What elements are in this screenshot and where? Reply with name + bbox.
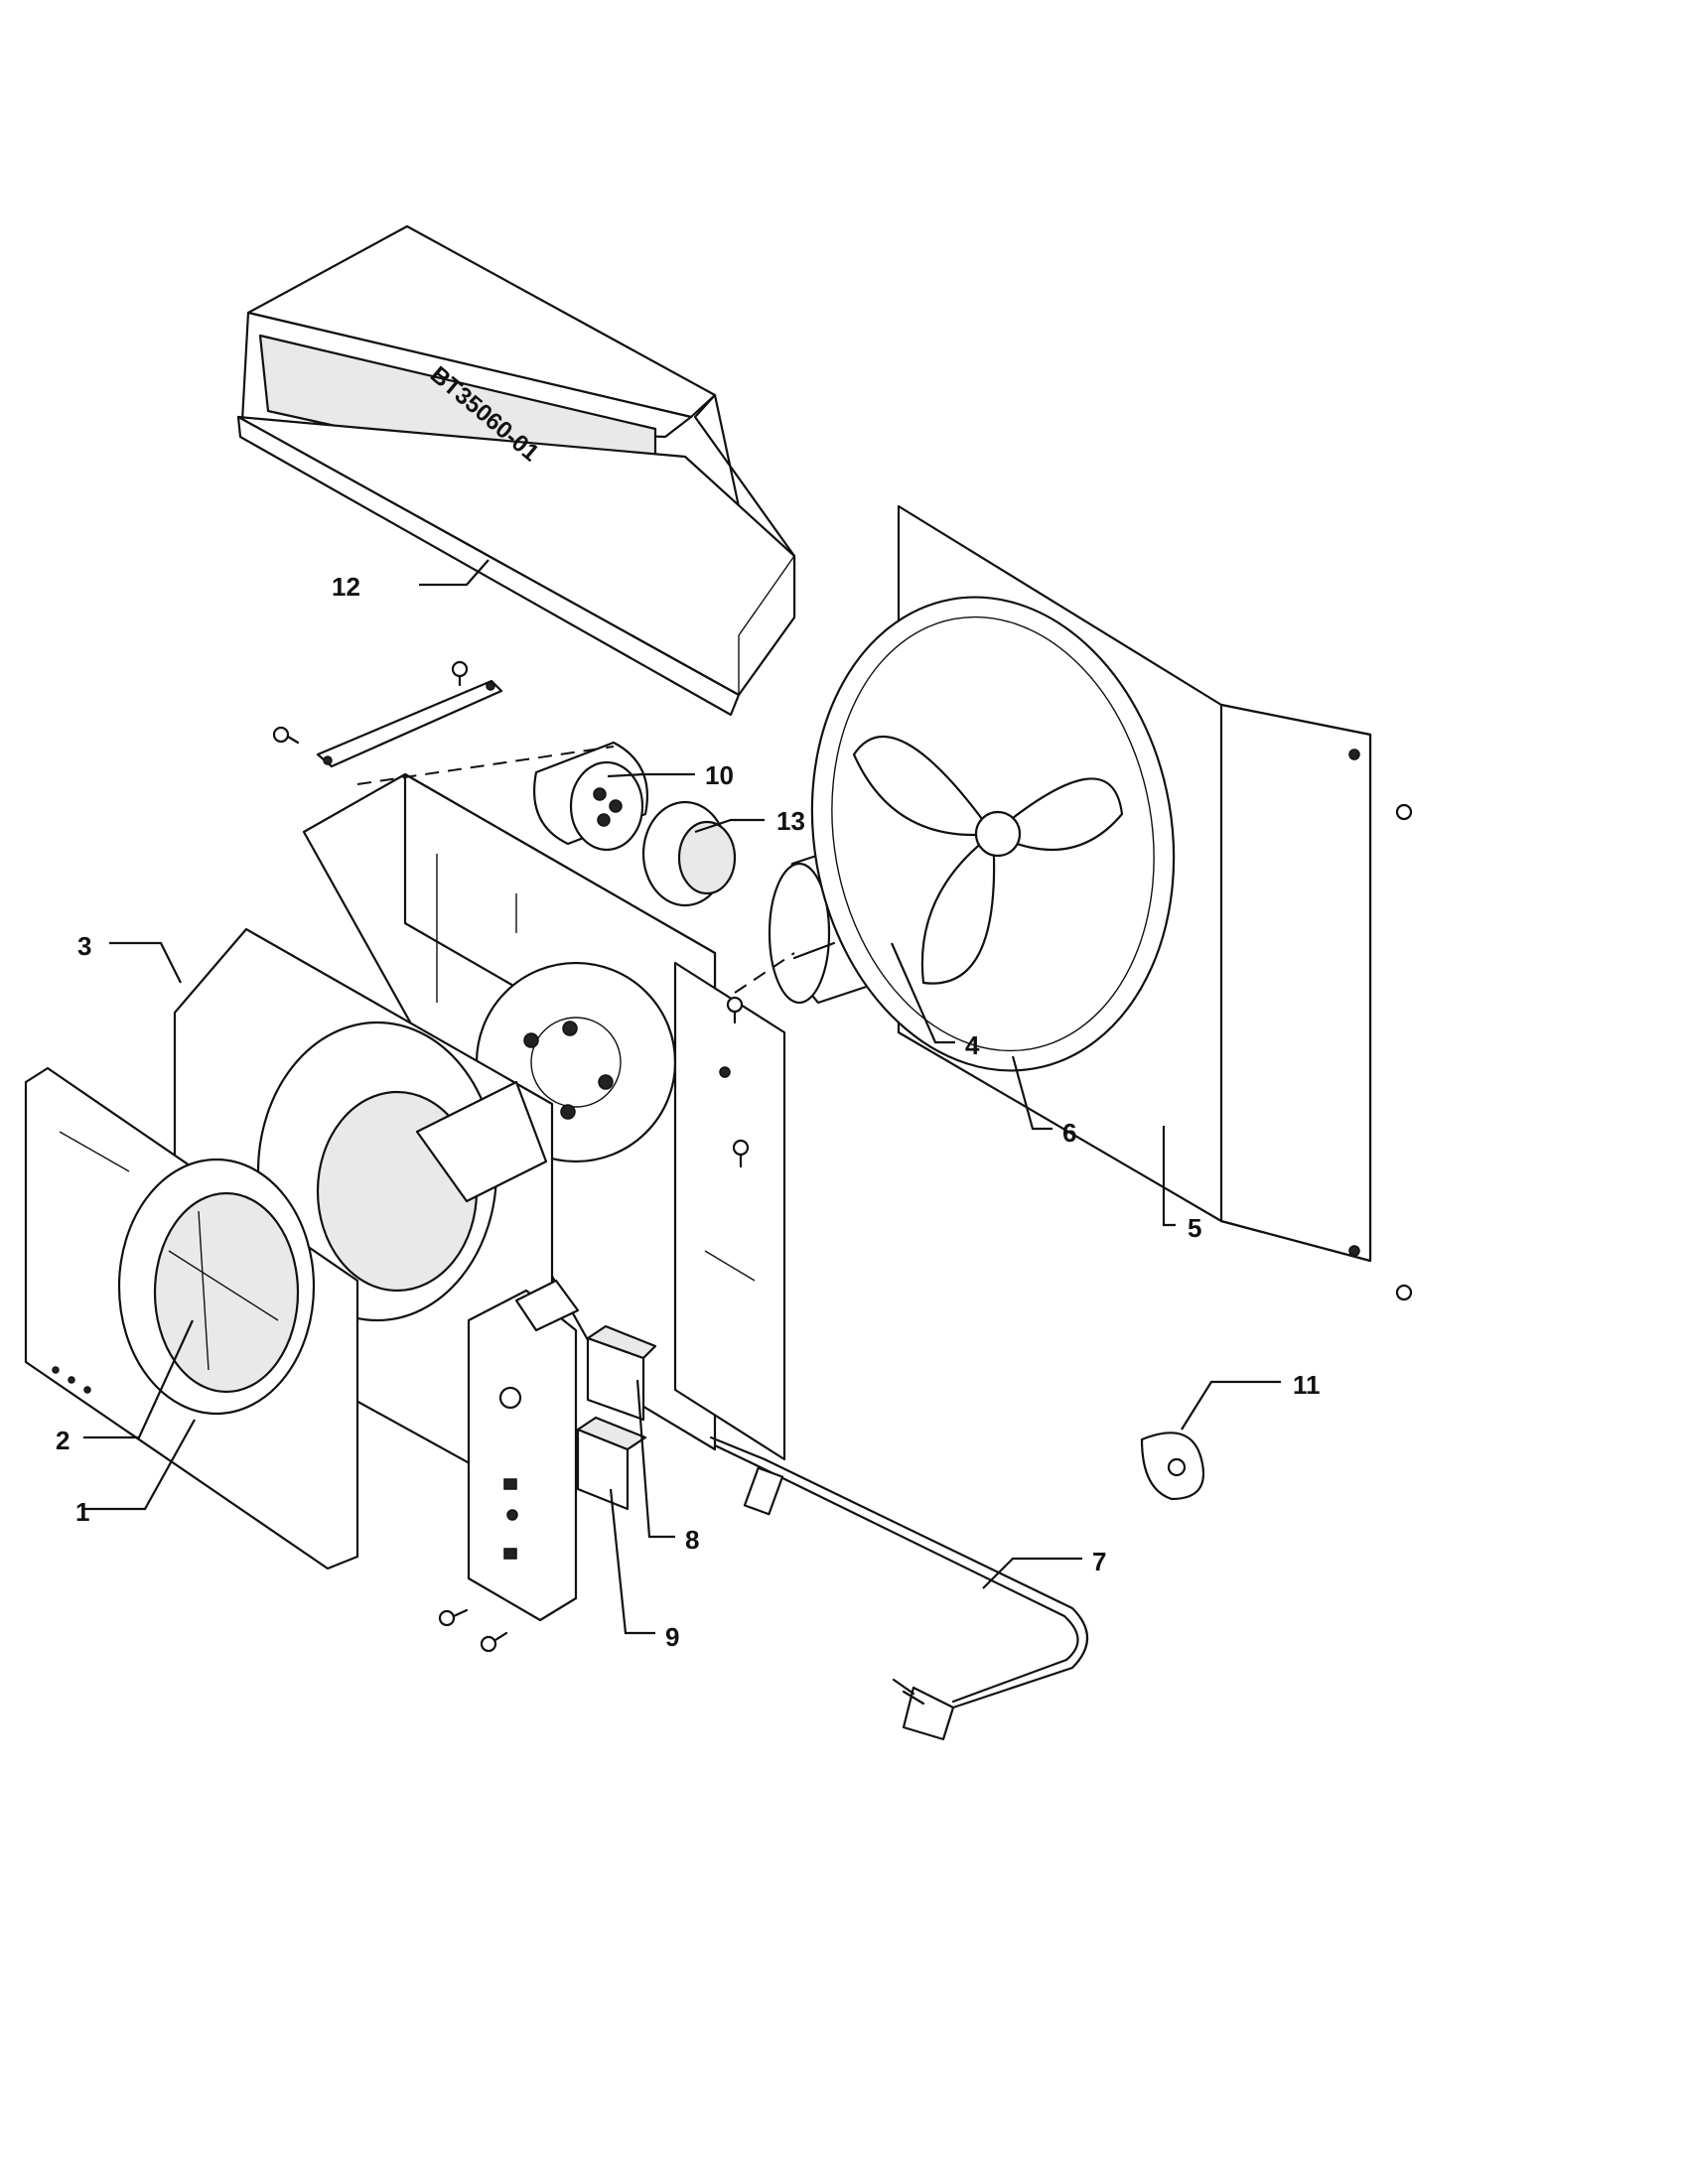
side-bracket bbox=[673, 961, 786, 1461]
screw-icon bbox=[438, 1608, 469, 1627]
air-duct-part-12: BT35060-01 bbox=[236, 224, 796, 717]
screw-icon bbox=[451, 660, 469, 687]
callout-label-3: 3 bbox=[77, 931, 91, 961]
callout-label-4: 4 bbox=[965, 1030, 980, 1060]
blower-wheel-part-2 bbox=[117, 1158, 316, 1416]
callout-label-1: 1 bbox=[75, 1497, 89, 1527]
callout-label-5: 5 bbox=[1188, 1213, 1201, 1243]
screw-icon bbox=[480, 1631, 508, 1653]
control-panel-bracket bbox=[467, 1279, 580, 1622]
screw-icon bbox=[272, 726, 300, 745]
callout-label-9: 9 bbox=[665, 1622, 679, 1652]
retaining-clip-part-11 bbox=[1140, 1432, 1205, 1501]
fan-blade-part-6 bbox=[810, 596, 1176, 1072]
capacitor-part-10 bbox=[532, 741, 649, 852]
capacitor-cap-part-13 bbox=[641, 800, 737, 907]
screw-icon bbox=[732, 1139, 750, 1168]
callout-label-8: 8 bbox=[685, 1525, 699, 1555]
thermostat-part-9 bbox=[576, 1416, 647, 1511]
callout-label-10: 10 bbox=[705, 760, 734, 790]
power-cord-part-7 bbox=[709, 1435, 1088, 1741]
screw-icon bbox=[1395, 1284, 1413, 1301]
callout-label-6: 6 bbox=[1062, 1118, 1076, 1148]
rotary-switch-part-8 bbox=[586, 1324, 657, 1422]
blower-shroud-part-3 bbox=[173, 927, 554, 1511]
mounting-bracket bbox=[316, 679, 503, 768]
callout-label-12: 12 bbox=[332, 572, 360, 602]
callout-label-13: 13 bbox=[776, 806, 805, 836]
callout-label-2: 2 bbox=[56, 1426, 70, 1455]
screw-icon bbox=[1395, 803, 1413, 821]
callout-label-11: 11 bbox=[1293, 1370, 1321, 1400]
callout-label-7: 7 bbox=[1092, 1547, 1106, 1576]
screw-icon bbox=[726, 996, 744, 1024]
callout-leaders bbox=[83, 559, 1281, 1635]
